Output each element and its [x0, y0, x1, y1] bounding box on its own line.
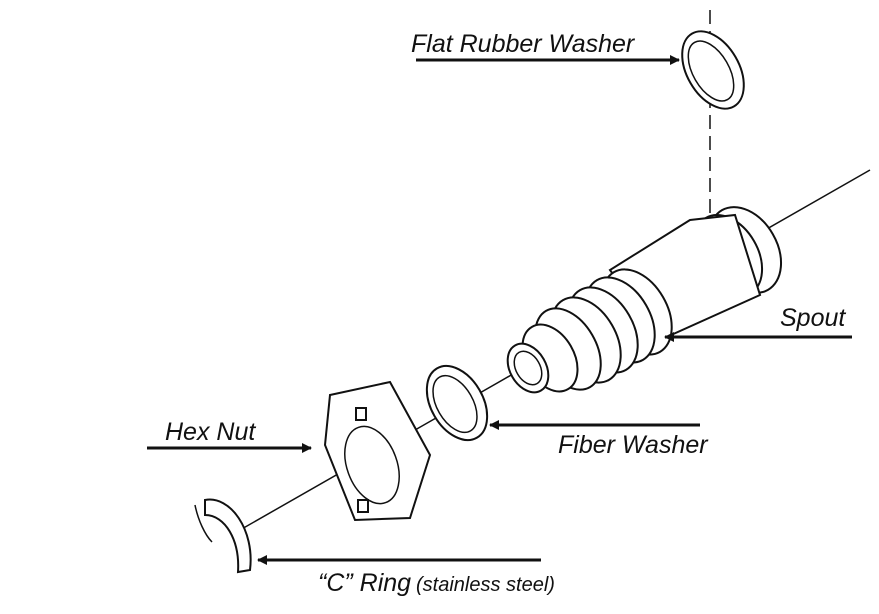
fiber-washer-part — [425, 365, 489, 441]
hex-nut-label: Hex Nut — [165, 418, 256, 446]
flat-rubber-washer-label: Flat Rubber Washer — [411, 30, 636, 58]
spout-part — [506, 206, 783, 394]
hex-nut-part — [323, 380, 432, 522]
c-ring-material-note: (stainless steel) — [416, 574, 555, 596]
c-ring-part — [194, 498, 252, 574]
spout-label: Spout — [780, 304, 846, 332]
flat-rubber-washer-part — [681, 30, 745, 110]
c-ring-label: “C” Ring — [318, 569, 411, 597]
fiber-washer-label: Fiber Washer — [558, 431, 709, 459]
